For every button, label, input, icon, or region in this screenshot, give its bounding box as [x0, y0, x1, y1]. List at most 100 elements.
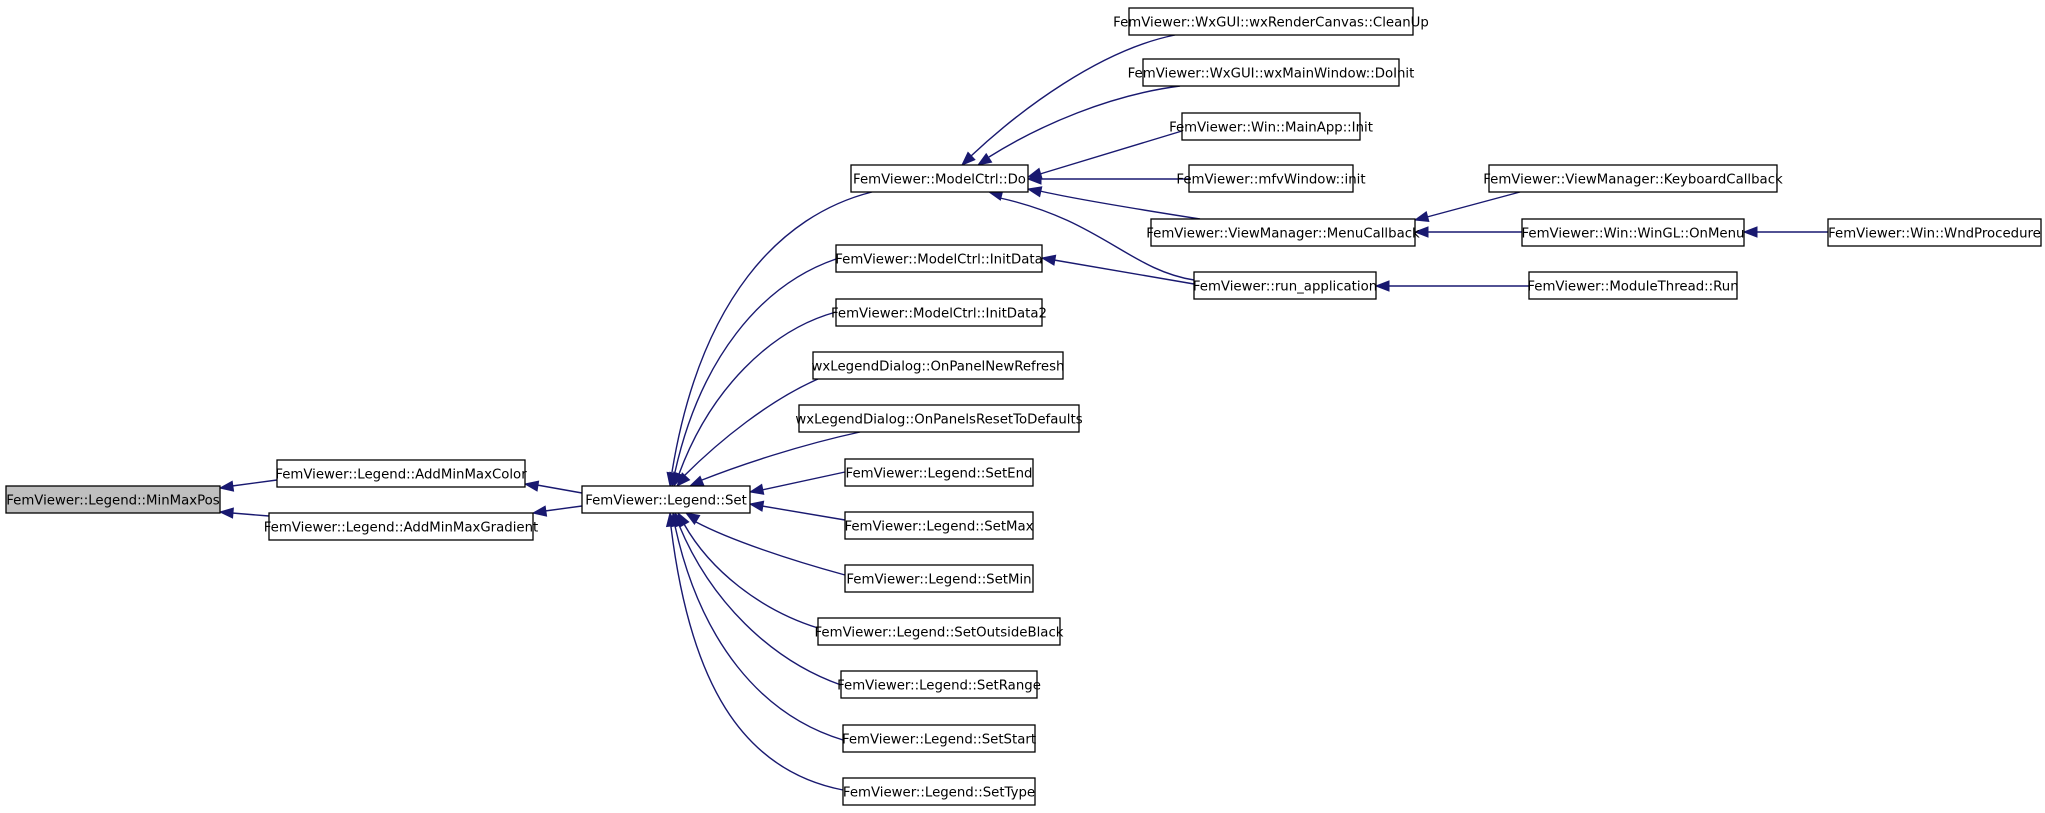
edge-line [674, 258, 837, 473]
node-keyboardcallback[interactable]: FemViewer::ViewManager::KeyboardCallback [1483, 164, 1783, 193]
node-box[interactable] [268, 512, 534, 541]
edge-doinit-to-modelctrl_do [976, 85, 1181, 166]
node-addminmaxcolor[interactable]: FemViewer::Legend::AddMinMaxColor [275, 459, 527, 488]
node-label: wxLegendDialog::OnPanelsResetToDefaults [795, 413, 1082, 428]
edge-line [1039, 130, 1183, 175]
node-setrange[interactable]: FemViewer::Legend::SetRange [837, 670, 1041, 699]
node-box[interactable] [1521, 218, 1745, 247]
arrowhead-icon [676, 472, 691, 488]
node-doinit[interactable]: FemViewer::WxGUI::wxMainWindow::DoInit [1128, 58, 1415, 87]
node-label: FemViewer::Legend::AddMinMaxColor [275, 468, 527, 483]
arrowhead-icon [748, 500, 765, 512]
node-box[interactable] [844, 564, 1034, 593]
node-box[interactable] [842, 777, 1036, 806]
node-label: FemViewer::Win::MainApp::Init [1169, 121, 1373, 136]
edge-set-to-addminmaxgradient [531, 505, 583, 517]
node-run_application[interactable]: FemViewer::run_application [1193, 271, 1377, 300]
node-setstart[interactable]: FemViewer::Legend::SetStart [842, 724, 1036, 753]
node-box[interactable] [798, 404, 1080, 433]
node-modulethread_run[interactable]: FemViewer::ModuleThread::Run [1527, 271, 1739, 300]
node-box[interactable] [1142, 58, 1400, 87]
edge-line [695, 521, 846, 576]
edge-settype-to-set [665, 511, 844, 791]
arrowhead-icon [531, 505, 548, 517]
arrowhead-icon [1374, 280, 1390, 292]
edge-line [999, 197, 1195, 281]
node-box[interactable] [844, 511, 1034, 540]
node-onpanelsreset[interactable]: wxLegendDialog::OnPanelsResetToDefaults [795, 404, 1083, 433]
node-setmax[interactable]: FemViewer::Legend::SetMax [844, 511, 1034, 540]
node-box[interactable] [1488, 164, 1778, 193]
node-label: FemViewer::Legend::SetEnd [846, 467, 1033, 482]
arrowhead-icon [1026, 186, 1043, 198]
node-box[interactable] [5, 485, 221, 514]
node-box[interactable] [581, 485, 751, 514]
node-initdata[interactable]: FemViewer::ModelCtrl::InitData [835, 244, 1043, 273]
node-label: wxLegendDialog::OnPanelNewRefresh [812, 360, 1065, 375]
node-mainapp_init[interactable]: FemViewer::Win::MainApp::Init [1169, 112, 1373, 141]
node-box[interactable] [817, 617, 1061, 646]
node-addminmaxgradient[interactable]: FemViewer::Legend::AddMinMaxGradient [264, 512, 539, 541]
edge-onpanelnewrefresh-to-set [676, 378, 819, 488]
node-setend[interactable]: FemViewer::Legend::SetEnd [844, 458, 1034, 487]
node-label: FemViewer::Legend::SetStart [842, 733, 1036, 748]
arrowhead-icon [1040, 254, 1057, 266]
edge-line [678, 524, 842, 686]
node-cleanup[interactable]: FemViewer::WxGUI::wxRenderCanvas::CleanU… [1113, 7, 1429, 36]
node-box[interactable] [840, 670, 1038, 699]
node-box[interactable] [1181, 112, 1361, 141]
node-label: FemViewer::ModelCtrl::InitData2 [831, 307, 1047, 322]
node-label: FemViewer::ModuleThread::Run [1527, 280, 1738, 295]
node-box[interactable] [1150, 218, 1416, 247]
node-minmaxpos[interactable]: FemViewer::Legend::MinMaxPos [5, 485, 221, 514]
edge-setmin-to-set [684, 512, 846, 576]
arrowhead-icon [218, 507, 234, 519]
node-modelctrl_do[interactable]: FemViewer::ModelCtrl::Do [850, 164, 1029, 193]
node-box[interactable] [835, 298, 1043, 327]
node-mfvwindow_init[interactable]: FemViewer::mfvWindow::init [1176, 164, 1366, 193]
node-label: FemViewer::Legend::SetType [843, 786, 1035, 801]
node-box[interactable] [1193, 271, 1377, 300]
node-box[interactable] [850, 164, 1029, 193]
edge-set-to-addminmaxcolor [523, 480, 583, 494]
arrowhead-icon [1413, 210, 1430, 223]
edge-line [536, 484, 583, 494]
arrowhead-icon [688, 475, 705, 487]
arrowhead-icon [1026, 173, 1042, 185]
node-box[interactable] [1528, 271, 1738, 300]
edge-line [678, 311, 837, 475]
node-box[interactable] [1128, 7, 1414, 36]
node-onpanelnewrefresh[interactable]: wxLegendDialog::OnPanelNewRefresh [812, 351, 1065, 380]
node-box[interactable] [1188, 164, 1354, 193]
node-label: FemViewer::Legend::MinMaxPos [6, 494, 220, 509]
node-label: FemViewer::WxGUI::wxMainWindow::DoInit [1128, 67, 1415, 82]
node-box[interactable] [276, 459, 526, 488]
edge-onpanelsreset-to-set [688, 431, 861, 487]
node-wndprocedure[interactable]: FemViewer::Win::WndProcedure [1827, 218, 2042, 247]
node-setmin[interactable]: FemViewer::Legend::SetMin [844, 564, 1034, 593]
node-box[interactable] [844, 458, 1034, 487]
edge-addminmaxgradient-to-minmaxpos [218, 507, 270, 519]
node-box[interactable] [835, 244, 1043, 273]
node-box[interactable] [842, 724, 1036, 753]
node-setoutsideblack[interactable]: FemViewer::Legend::SetOutsideBlack [815, 617, 1064, 646]
node-menucallback[interactable]: FemViewer::ViewManager::MenuCallback [1146, 218, 1420, 247]
node-onmenu[interactable]: FemViewer::Win::WinGL::OnMenu [1521, 218, 1745, 247]
edge-mfvwindow_init-to-modelctrl_do [1026, 173, 1189, 185]
node-label: FemViewer::ModelCtrl::InitData [835, 253, 1043, 268]
node-label: FemViewer::Legend::Set [585, 494, 747, 509]
edge-line [670, 526, 844, 791]
edge-line [671, 191, 873, 473]
node-label: FemViewer::Legend::SetMax [844, 520, 1033, 535]
edge-line [970, 34, 1176, 157]
node-label: FemViewer::Legend::SetRange [837, 679, 1041, 694]
node-box[interactable] [812, 351, 1064, 380]
node-label: FemViewer::Win::WndProcedure [1828, 227, 2041, 242]
node-set[interactable]: FemViewer::Legend::Set [581, 485, 751, 514]
node-initdata2[interactable]: FemViewer::ModelCtrl::InitData2 [831, 298, 1047, 327]
node-settype[interactable]: FemViewer::Legend::SetType [842, 777, 1036, 806]
node-box[interactable] [1827, 218, 2042, 247]
arrowhead-icon [665, 511, 678, 528]
node-label: FemViewer::run_application [1193, 280, 1377, 295]
